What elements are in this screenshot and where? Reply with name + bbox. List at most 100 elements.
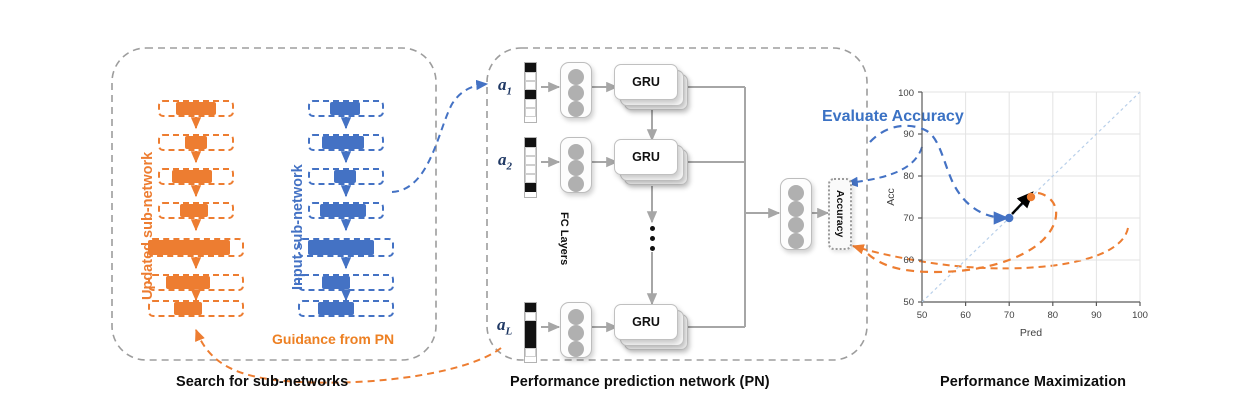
fc-node (568, 176, 584, 192)
ytick: 60 (903, 255, 914, 266)
a-symbol: a (497, 315, 506, 334)
fc-layers-label: FC Layers (558, 212, 570, 266)
fc-node (788, 233, 804, 249)
ytick: 90 (903, 129, 914, 140)
xtick: 100 (1132, 310, 1148, 321)
layer-fill (322, 276, 350, 289)
code-cell (525, 72, 536, 81)
fc-layer-stack-aL (560, 302, 592, 358)
layer-row (158, 168, 234, 185)
accuracy-box: Accuracy (828, 178, 852, 250)
guidance-from-pn-arrow (195, 328, 502, 384)
layer-row (158, 202, 234, 219)
code-cell (525, 81, 536, 90)
optimized-point-marker (1026, 192, 1036, 202)
code-cell (525, 321, 536, 330)
layer-outline (158, 168, 234, 185)
code-cell (525, 156, 536, 165)
a-symbol: a (498, 150, 507, 169)
layer-row (158, 100, 234, 117)
gru-block-1: GRU (614, 64, 694, 116)
layer-outline (158, 134, 234, 151)
gru-card: GRU (614, 64, 678, 100)
gru-label: GRU (632, 75, 660, 89)
layer-outline (148, 300, 244, 317)
code-cell (525, 108, 536, 117)
layer-row (148, 238, 244, 257)
code-vector-a2 (524, 137, 537, 198)
layer-outline (298, 238, 394, 257)
layer-row (148, 274, 244, 291)
pn-panel-outline (486, 47, 868, 361)
layer-outline (298, 274, 394, 291)
layer-fill (166, 276, 210, 289)
ytick: 70 (903, 213, 914, 224)
layer-row (308, 168, 384, 185)
a-subscript: 1 (506, 85, 513, 98)
output-fc-stack (780, 178, 812, 250)
gru-block-L: GRU (614, 304, 694, 356)
gru-label: GRU (632, 150, 660, 164)
accuracy-label: Accuracy (834, 190, 846, 238)
evaluate-accuracy-curve (869, 124, 1010, 225)
code-cell (525, 174, 536, 183)
maximize-panel-caption: Performance Maximization (940, 374, 1127, 390)
layer-outline (298, 300, 394, 317)
search-panel-caption: Search for sub-networks (176, 374, 349, 390)
layer-row (298, 300, 394, 317)
chart-xticks: 50 60 70 80 90 100 (917, 310, 1148, 321)
code-cell (525, 99, 536, 108)
gru-label: GRU (632, 315, 660, 329)
fc-node (568, 144, 584, 160)
input-aL-label: aL (497, 315, 512, 337)
fc-node (788, 201, 804, 217)
layer-fill (334, 170, 356, 183)
layer-outline (308, 202, 384, 219)
fc-node (788, 185, 804, 201)
layer-fill (174, 302, 202, 315)
layer-row (308, 202, 384, 219)
input-to-pn-arrow (391, 79, 489, 193)
fc-node (568, 85, 584, 101)
layer-fill (320, 204, 366, 217)
layer-fill (185, 136, 207, 149)
layer-row (308, 134, 384, 151)
code-cell (525, 303, 536, 312)
pn-wiring (541, 81, 830, 333)
fc-node (568, 69, 584, 85)
chart-tick-marks (918, 91, 1141, 306)
fc-layer-stack-a1 (560, 62, 592, 118)
code-cell (525, 138, 536, 147)
layer-outline (308, 134, 384, 151)
code-cell (525, 183, 536, 192)
layer-row (158, 134, 234, 151)
layer-outline (158, 202, 234, 219)
layer-fill (322, 136, 364, 149)
ytick: 50 (903, 297, 914, 308)
code-vector-a1 (524, 62, 537, 123)
input-subnetwork-label: Input sub-network (290, 164, 306, 290)
gru-ellipsis-icon (650, 226, 655, 251)
layer-fill (330, 102, 360, 115)
gru-block-2: GRU (614, 139, 694, 191)
layer-outline (308, 100, 384, 117)
fc-node (568, 341, 584, 357)
layer-fill (308, 240, 374, 255)
layer-outline (308, 168, 384, 185)
layer-fill (176, 102, 216, 115)
input-a1-label: a1 (498, 75, 512, 97)
xtick: 50 (917, 310, 928, 321)
ytick: 100 (898, 88, 914, 99)
fc-node (568, 309, 584, 325)
xtick: 70 (1004, 310, 1015, 321)
chart-xlabel: Pred (1020, 327, 1042, 339)
layer-row (298, 238, 394, 257)
layer-row (308, 100, 384, 117)
xtick: 80 (1048, 310, 1059, 321)
code-cell (525, 339, 536, 348)
layer-fill (180, 204, 208, 217)
gru-card: GRU (614, 139, 678, 175)
evaluate-accuracy-label: Evaluate Accuracy (822, 108, 964, 125)
